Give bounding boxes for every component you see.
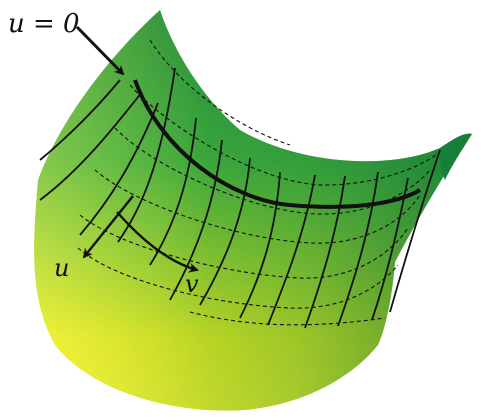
- v-curve-13: [389, 149, 441, 313]
- v-curve-8: [239, 171, 281, 319]
- v-curve-10: [304, 175, 346, 329]
- surface-right-curl: [440, 133, 472, 180]
- surface-left-highlight: [34, 10, 473, 411]
- v-curve-1: [39, 79, 121, 161]
- dashed-u-curve-5: [77, 247, 399, 309]
- label-u-axis: u: [54, 254, 69, 282]
- v-curve-3: [79, 102, 159, 236]
- surface: [34, 10, 473, 411]
- label-u-zero: u = 0: [8, 9, 80, 39]
- u-zero-curve: [133, 79, 422, 209]
- v-curve-6: [169, 139, 223, 301]
- v-curve-2: [39, 91, 143, 201]
- v-curve-4: [117, 67, 176, 243]
- u-zero-arrow: [75, 25, 125, 76]
- dashed-u-curve-6: [189, 311, 386, 326]
- v-curve-7: [199, 157, 251, 306]
- dashed-u-curve-top: [149, 39, 291, 146]
- v-curve-11: [337, 171, 379, 327]
- v-direction-arrow: [116, 211, 199, 273]
- v-curve-9: [267, 174, 316, 326]
- u-direction-arrow: [82, 195, 134, 259]
- label-v-axis: v: [185, 270, 199, 298]
